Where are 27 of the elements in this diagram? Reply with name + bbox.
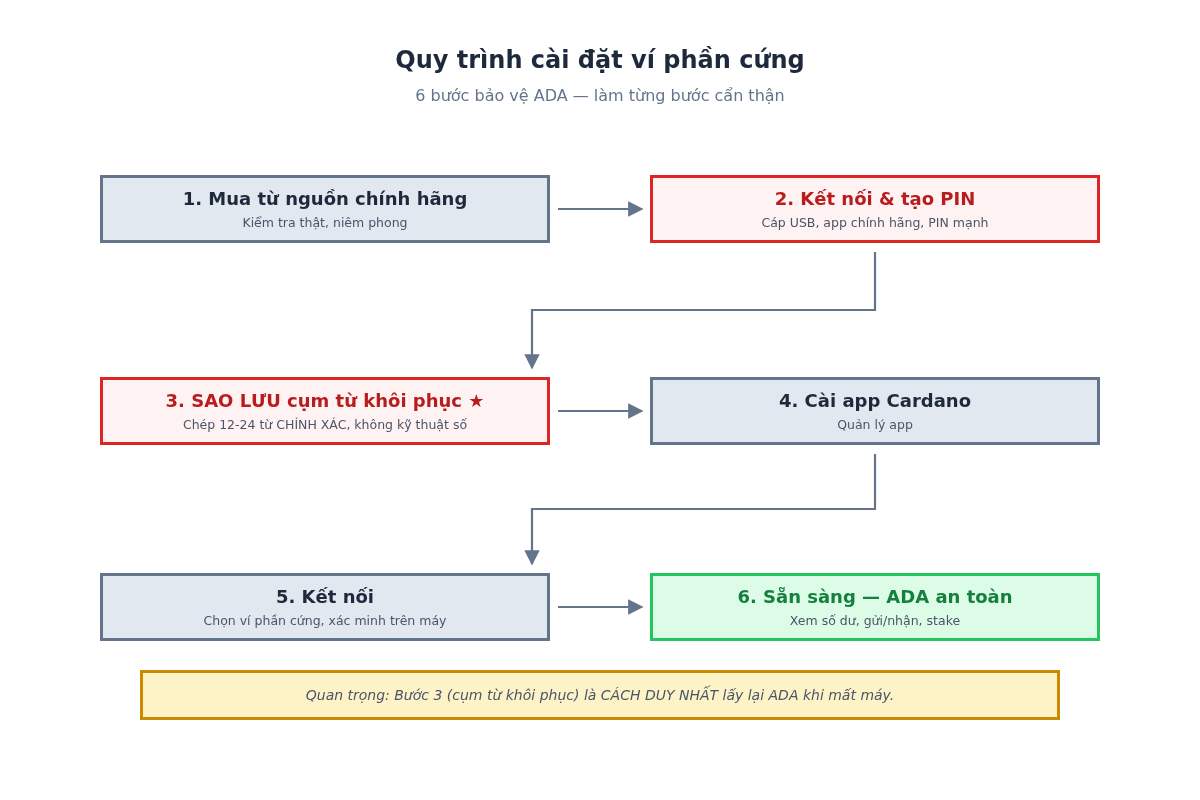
note-text: Quan trọng: Bước 3 (cụm từ khôi phục) là CÁCH DUY NHẤT lấy lại ADA khi mất máy. [305,687,895,703]
step-description: Chọn ví phần cứng, xác minh trên máy [203,613,447,628]
step-description: Quản lý app [837,417,913,432]
diagram-title: Quy trình cài đặt ví phần cứng [394,46,806,74]
step-title: 3. SAO LƯU cụm từ khôi phục ★ [165,390,485,411]
step-title: 1. Mua từ nguồn chính hãng [182,188,468,209]
step-description: Kiểm tra thật, niêm phong [242,215,408,230]
diagram-subtitle: 6 bước bảo vệ ADA — làm từng bước cẩn thận [414,86,786,105]
step-box [650,175,1100,243]
arrow [524,252,877,370]
step-description: Cáp USB, app chính hãng, PIN mạnh [761,215,989,230]
step-title: 4. Cài app Cardano [778,390,972,411]
step-title: 6. Sẵn sàng — ADA an toàn [737,586,1013,607]
step-box [100,377,550,445]
arrow [558,403,644,419]
arrow [558,599,644,615]
note-banner [140,670,1060,720]
step-box [650,573,1100,641]
step-title: 5. Kết nối [276,586,374,607]
step-box [650,377,1100,445]
step-description: Xem số dư, gửi/nhận, stake [789,613,961,628]
arrow [558,201,644,217]
step-description: Chép 12-24 từ CHÍNH XÁC, không kỹ thuật số [182,417,468,432]
step-box [100,175,550,243]
step-box [100,573,550,641]
step-title: 2. Kết nối & tạo PIN [774,188,976,209]
arrow [524,454,877,566]
